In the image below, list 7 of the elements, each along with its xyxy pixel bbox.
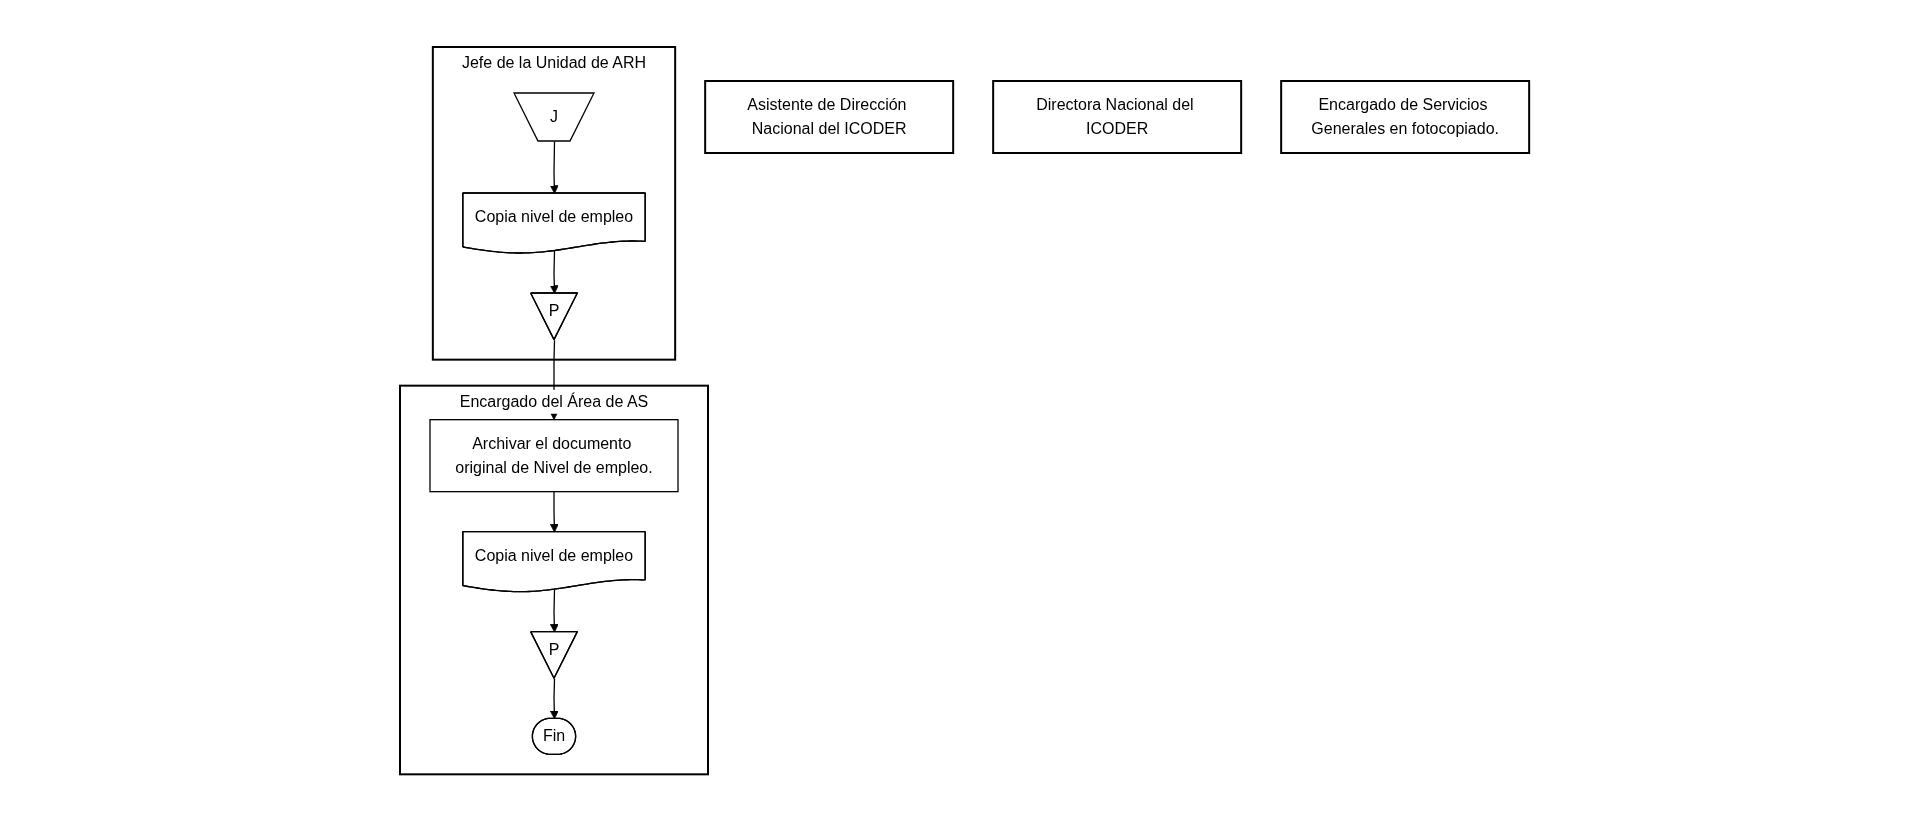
node-box: Archivar el documento original de Nivel de empleo. — [429, 419, 679, 493]
node-box: Asistente de Dirección Nacional del ICODER — [704, 80, 955, 155]
arrow — [549, 589, 559, 633]
node-box: Encargado de Servicios Generales en fotocopiado. — [1280, 80, 1531, 155]
arrow — [549, 678, 559, 720]
arrow — [549, 250, 559, 295]
node-box: Directora Nacional del ICODER — [992, 80, 1243, 155]
